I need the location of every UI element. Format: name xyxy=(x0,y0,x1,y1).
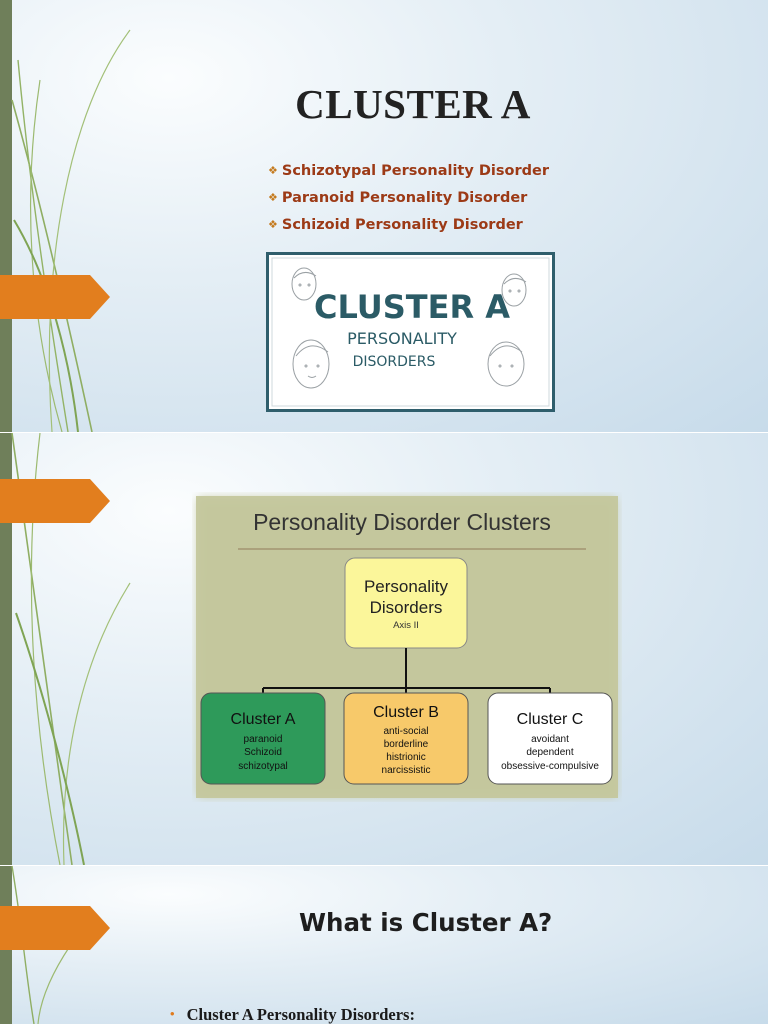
image-subheading-2: DISORDERS xyxy=(353,354,436,370)
diagram-title: Personality Disorder Clusters xyxy=(253,509,551,535)
list-item: ❖Paranoid Personality Disorder xyxy=(268,190,528,206)
cluster-b-node xyxy=(343,692,469,785)
cluster-a-item: Schizoid xyxy=(244,747,282,758)
list-item: ❖Schizoid Personality Disorder xyxy=(268,217,523,233)
root-label-1: Personality xyxy=(364,577,449,596)
cluster-b-item: anti-social xyxy=(383,726,428,737)
diamond-bullet-icon: ❖ xyxy=(268,218,278,231)
arrow-tab-3 xyxy=(0,906,110,950)
cluster-c-item: dependent xyxy=(526,747,573,758)
cluster-a-item: paranoid xyxy=(244,734,283,745)
bullet-dot-icon: • xyxy=(170,1006,175,1021)
slide-what-is-cluster-a xyxy=(0,866,768,1024)
cluster-b-item: borderline xyxy=(384,739,429,750)
cluster-a-item: schizotypal xyxy=(238,761,287,772)
cluster-b-name: Cluster B xyxy=(373,704,439,721)
slide-title: CLUSTER A xyxy=(295,81,531,127)
face-sketch-icon xyxy=(291,267,527,389)
cluster-a-illustration: CLUSTER A PERSONALITY DISORDERS xyxy=(266,252,555,412)
arrow-tab-1 xyxy=(0,275,110,319)
arrow-tab-2 xyxy=(0,479,110,523)
diamond-bullet-icon: ❖ xyxy=(268,191,278,204)
cluster-diagram: Personality Disorder Clusters Personalit… xyxy=(196,496,618,798)
cluster-c-name: Cluster C xyxy=(517,711,584,728)
cluster-a-node xyxy=(200,692,326,785)
image-heading: CLUSTER A xyxy=(314,288,510,326)
disorder-list: ❖Schizotypal Personality Disorder ❖Paran… xyxy=(268,163,549,244)
cluster-c-item: obsessive-compulsive xyxy=(501,761,599,772)
root-sub-label: Axis II xyxy=(393,620,419,631)
left-accent-bar xyxy=(0,0,12,432)
left-accent-bar xyxy=(0,433,12,865)
diamond-bullet-icon: ❖ xyxy=(268,164,278,177)
root-label-2: Disorders xyxy=(370,598,443,617)
cluster-a-name: Cluster A xyxy=(231,711,296,728)
cluster-c-node xyxy=(487,692,613,785)
slide-cluster-a: CLUSTER A ❖Schizotypal Personality Disor… xyxy=(0,0,768,432)
section-heading: What is Cluster A? xyxy=(299,908,553,937)
list-item: ❖Schizotypal Personality Disorder xyxy=(268,163,549,179)
image-subheading-1: PERSONALITY xyxy=(347,329,457,348)
cluster-b-item: narcissistic xyxy=(382,765,431,776)
list-item: •Cluster A Personality Disorders: xyxy=(170,1005,415,1024)
cluster-c-item: avoidant xyxy=(531,734,569,745)
vine-decoration xyxy=(11,29,131,432)
cluster-b-item: histrionic xyxy=(386,752,425,763)
